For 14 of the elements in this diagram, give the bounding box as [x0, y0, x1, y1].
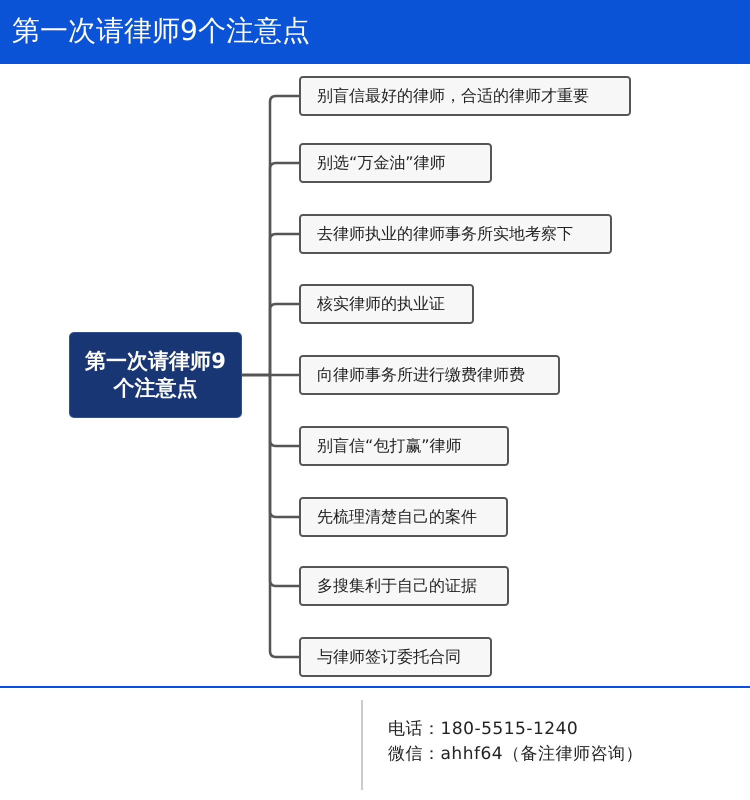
title: 第一次请律师9个注意点	[12, 14, 310, 48]
topic-box: 别选“万金油”律师	[299, 143, 492, 183]
topic-box: 核实律师的执业证	[299, 284, 474, 324]
topic-box: 别盲信“包打赢”律师	[299, 426, 509, 466]
topic-box: 先梳理清楚自己的案件	[299, 497, 508, 537]
central-topic-box: 第一次请律师9个注意点	[69, 332, 242, 418]
contact-text: 微信：ahhf64（备注律师咨询）	[388, 743, 644, 765]
topic-box: 向律师事务所进行缴费律师费	[299, 355, 560, 395]
topic-box: 别盲信最好的律师，合适的律师才重要	[299, 76, 631, 116]
connector-line	[242, 374, 299, 658]
contact-text: 电话：180-5515-1240	[388, 718, 578, 740]
topic-box: 多搜集利于自己的证据	[299, 566, 509, 606]
topic-box: 去律师执业的律师事务所实地考察下	[299, 214, 612, 254]
topic-box: 与律师签订委托合同	[299, 637, 492, 677]
